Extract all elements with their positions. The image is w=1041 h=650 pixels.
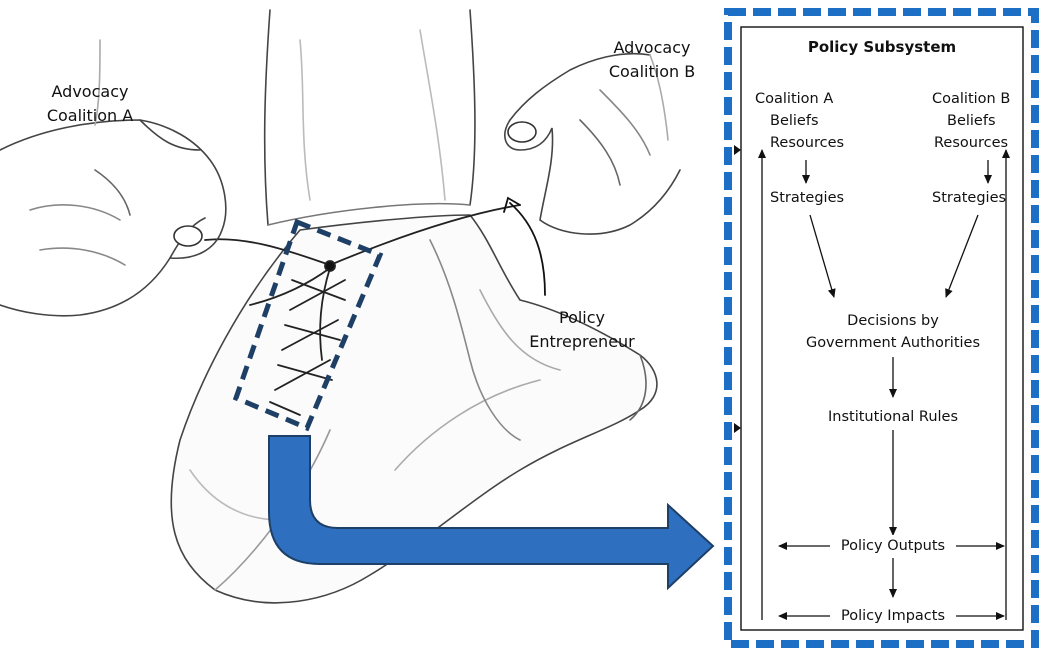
- decisions-label: Decisions by Government Authorities: [770, 310, 1016, 354]
- decisions-line2: Government Authorities: [770, 332, 1016, 354]
- coalition-b-beliefs: Beliefs: [932, 110, 1032, 132]
- coalition-a-beliefs: Beliefs: [755, 110, 865, 132]
- entrepreneur-pointer: [504, 198, 545, 295]
- policy-outputs-label: Policy Outputs: [830, 535, 956, 557]
- decisions-line1: Decisions by: [770, 310, 1016, 332]
- trouser-leg: [265, 10, 475, 225]
- policy-impacts-label: Policy Impacts: [830, 605, 956, 627]
- coalition-b-line2: Coalition B: [582, 60, 722, 84]
- coalition-b-strategies: Strategies: [932, 187, 1006, 209]
- policy-entrepreneur-label: Policy Entrepreneur: [512, 306, 652, 354]
- coalition-a-line2: Coalition A: [20, 104, 160, 128]
- coalition-a-block: Coalition A Beliefs Resources: [755, 88, 865, 154]
- coalition-b-block: Coalition B Beliefs Resources: [932, 88, 1032, 154]
- coalition-b-resources: Resources: [932, 132, 1032, 154]
- coalition-b-name: Coalition B: [932, 88, 1032, 110]
- advocacy-coalition-a-label: Advocacy Coalition A: [20, 80, 160, 128]
- advocacy-coalition-b-label: Advocacy Coalition B: [582, 36, 722, 84]
- institutional-rules-label: Institutional Rules: [770, 406, 1016, 428]
- coalition-a-line1: Advocacy: [20, 80, 160, 104]
- coalition-a-name: Coalition A: [755, 88, 865, 110]
- entrepreneur-line2: Entrepreneur: [512, 330, 652, 354]
- entrepreneur-line1: Policy: [512, 306, 652, 330]
- coalition-a-resources: Resources: [755, 132, 865, 154]
- diagram-title: Policy Subsystem: [741, 36, 1023, 58]
- coalition-b-line1: Advocacy: [582, 36, 722, 60]
- coalition-a-strategies: Strategies: [770, 187, 844, 209]
